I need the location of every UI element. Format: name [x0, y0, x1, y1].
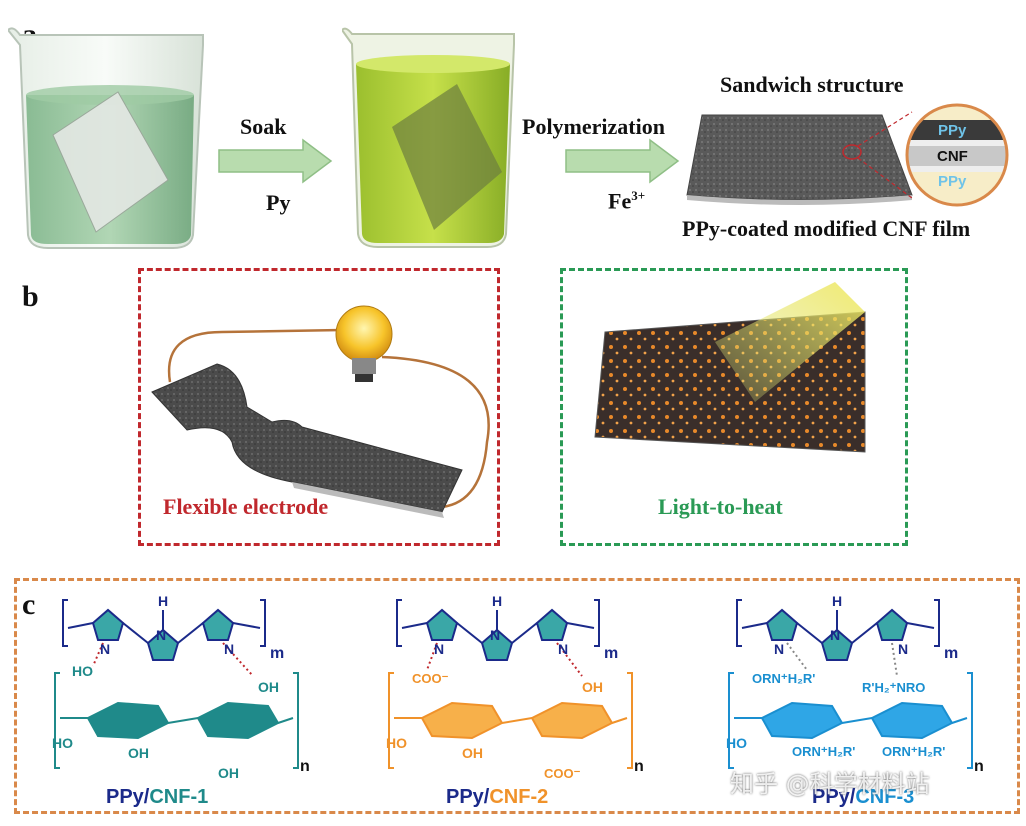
label-soak: Soak [240, 114, 287, 139]
sandwich-zoom-circle [905, 103, 1009, 207]
label-polymerization: Polymerization [522, 114, 665, 139]
svg-text:COO⁻: COO⁻ [412, 671, 449, 686]
svg-text:N: N [830, 627, 840, 643]
structure-cnf2: H N N N m COO⁻ OH HO OH COO⁻ n [386, 593, 644, 781]
structure-cnf1: H N N N m HO OH HO OH OH n [52, 593, 310, 781]
svg-text:n: n [300, 758, 310, 775]
svg-text:m: m [270, 645, 284, 662]
zoom-lines [842, 111, 913, 199]
structure-cnf3: H N N N m ORN⁺H₂R' R'H₂⁺NRO HO ORN⁺H₂R' … [726, 593, 984, 775]
svg-text:N: N [100, 641, 110, 657]
svg-text:OH: OH [128, 745, 149, 761]
svg-text:N: N [774, 641, 784, 657]
svg-text:m: m [944, 645, 958, 662]
svg-text:R'H₂⁺NRO: R'H₂⁺NRO [862, 680, 925, 695]
svg-text:N: N [490, 627, 500, 643]
svg-text:HO: HO [72, 663, 93, 679]
label-fe: Fe3+ [608, 188, 646, 214]
caption-cnf3: PPy/CNF-3 [812, 786, 915, 808]
svg-text:n: n [634, 758, 644, 775]
svg-text:ORN⁺H₂R': ORN⁺H₂R' [882, 744, 945, 759]
svg-text:COO⁻: COO⁻ [544, 766, 581, 781]
label-py: Py [266, 190, 291, 215]
beaker-soaked [342, 27, 515, 248]
layer-top-ppy: PPy [938, 122, 967, 139]
svg-text:N: N [434, 641, 444, 657]
svg-text:HO: HO [386, 735, 407, 751]
svg-text:OH: OH [258, 679, 279, 695]
watermark: 知乎 @科学材料站 [730, 770, 930, 798]
svg-text:HO: HO [52, 735, 73, 751]
structures-box [14, 578, 1020, 814]
light-to-heat-illustration [594, 282, 866, 453]
layer-cnf: CNF [937, 148, 968, 165]
electrode-illustration [151, 305, 490, 518]
layer-bottom-ppy: PPy [938, 173, 967, 190]
svg-text:ORN⁺H₂R': ORN⁺H₂R' [752, 671, 815, 686]
label-flexible-electrode: Flexible electrode [163, 494, 329, 519]
label-light-to-heat: Light-to-heat [658, 494, 783, 519]
arrow-polymerization [565, 138, 680, 184]
svg-text:H: H [158, 593, 168, 609]
svg-text:H: H [832, 593, 842, 609]
svg-text:OH: OH [218, 765, 239, 781]
panel-b-letter: b [22, 280, 39, 313]
flexible-electrode-box [138, 268, 500, 546]
svg-text:HO: HO [726, 735, 747, 751]
film-caption: PPy-coated modified CNF film [682, 216, 971, 241]
svg-text:m: m [604, 645, 618, 662]
panel-c-letter: c [22, 588, 36, 621]
light-to-heat-box [560, 268, 908, 546]
sandwich-title: Sandwich structure [720, 72, 904, 97]
svg-text:ORN⁺H₂R': ORN⁺H₂R' [792, 744, 855, 759]
ppy-film [686, 114, 913, 205]
beaker-py-solution [8, 27, 204, 249]
svg-text:N: N [898, 641, 908, 657]
svg-text:H: H [492, 593, 502, 609]
svg-text:N: N [156, 627, 166, 643]
svg-text:OH: OH [462, 745, 483, 761]
arrow-soak [218, 138, 333, 184]
caption-cnf2: PPy/CNF-2 [446, 786, 549, 808]
svg-text:N: N [558, 641, 568, 657]
caption-cnf1: PPy/CNF-1 [106, 786, 209, 808]
svg-text:N: N [224, 641, 234, 657]
svg-text:OH: OH [582, 679, 603, 695]
svg-text:n: n [974, 758, 984, 775]
